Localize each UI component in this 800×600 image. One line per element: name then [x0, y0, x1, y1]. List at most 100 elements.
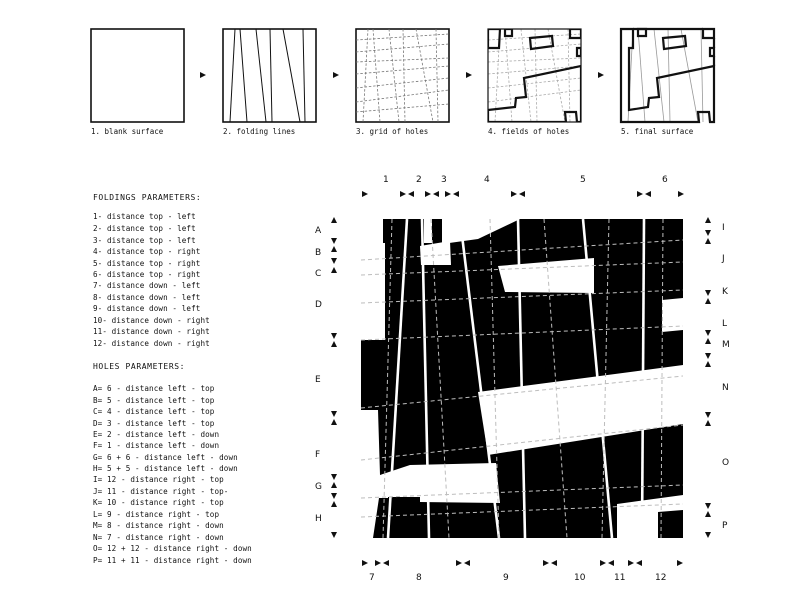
arrow-right-icon: [466, 72, 472, 78]
arrow-right-icon: [362, 560, 368, 566]
step-2-folding-lines: [222, 28, 317, 123]
right-dimension-markers: [705, 217, 711, 538]
dimension-label: L: [722, 319, 727, 329]
dimension-label: I: [722, 223, 725, 233]
folding-item: 7- distance down - left: [93, 281, 200, 290]
top-dimension-markers: [362, 191, 684, 197]
folding-item: 6- distance top - right: [93, 270, 200, 279]
arrow-up-icon: [331, 217, 337, 223]
dimension-label: 10: [574, 573, 586, 583]
main-surface-diagram: [361, 219, 683, 538]
dimension-label: A: [315, 226, 322, 236]
folding-item: 3- distance top - left: [93, 236, 196, 245]
arrow-right-icon: [543, 560, 549, 566]
arrow-right-icon: [677, 560, 683, 566]
arrow-right-icon: [362, 191, 368, 197]
arrow-down-icon: [331, 493, 337, 499]
step-3-grid-of-holes: [355, 28, 450, 123]
top-dimension-labels: 1 2 3 4 5 6: [383, 175, 668, 185]
arrow-up-icon: [331, 341, 337, 347]
dimension-label: 6: [662, 175, 668, 185]
dimension-label: D: [315, 300, 322, 310]
arrow-down-icon: [331, 474, 337, 480]
dimension-label: N: [722, 383, 729, 393]
dimension-label: 12: [655, 573, 666, 583]
arrow-left-icon: [408, 191, 414, 197]
step-4-fields-of-holes: [487, 28, 582, 123]
dimension-label: M: [722, 340, 730, 350]
arrow-up-icon: [331, 419, 337, 425]
arrow-down-icon: [705, 503, 711, 509]
arrow-up-icon: [331, 246, 337, 252]
arrow-right-icon: [445, 191, 451, 197]
arrow-down-icon: [705, 532, 711, 538]
step-4-caption: 4. fields of holes: [488, 127, 569, 136]
dimension-label: 5: [580, 175, 586, 185]
dimension-label: H: [315, 514, 322, 524]
arrow-right-icon: [600, 560, 606, 566]
hole-item: G= 6 + 6 - distance left - down: [93, 453, 238, 462]
holes-title: HOLES PARAMETERS:: [93, 362, 185, 371]
dimension-label: E: [315, 375, 321, 385]
arrow-down-icon: [331, 258, 337, 264]
dimension-label: 1: [383, 175, 389, 185]
folding-item: 10- distance down - right: [93, 316, 210, 325]
left-dimension-markers: [331, 217, 337, 538]
dimension-label: 2: [416, 175, 422, 185]
arrow-down-icon: [331, 333, 337, 339]
arrow-left-icon: [645, 191, 651, 197]
foldings-parameters: FOLDINGS PARAMETERS: 1- distance top - l…: [93, 193, 210, 348]
arrow-up-icon: [331, 267, 337, 273]
arrow-left-icon: [453, 191, 459, 197]
dimension-label: K: [722, 287, 729, 297]
arrow-right-icon: [678, 191, 684, 197]
folding-item: 11- distance down - right: [93, 327, 210, 336]
hole-item: D= 3 - distance left - top: [93, 419, 215, 428]
bottom-dimension-labels: 7 8 9 10 11 12: [369, 573, 666, 583]
arrow-down-icon: [705, 330, 711, 336]
hole-item: K= 10 - distance right - top: [93, 498, 224, 507]
hole-item: C= 4 - distance left - top: [93, 407, 215, 416]
hole-item: L= 9 - distance right - top: [93, 510, 219, 519]
arrow-up-icon: [331, 501, 337, 507]
hole-grid: [361, 219, 683, 538]
arrow-right-icon: [628, 560, 634, 566]
folding-lines: [386, 219, 646, 538]
arrow-right-icon: [425, 191, 431, 197]
step-5-final-surface: [619, 27, 716, 124]
holes-parameters: HOLES PARAMETERS: A= 6 - distance left -…: [93, 362, 252, 565]
hole-item: M= 8 - distance right - down: [93, 521, 224, 530]
arrow-left-icon: [519, 191, 525, 197]
arrow-down-icon: [331, 411, 337, 417]
dimension-label: 7: [369, 573, 375, 583]
step-5-caption: 5. final surface: [621, 127, 694, 136]
foldings-title: FOLDINGS PARAMETERS:: [93, 193, 201, 202]
step-1-blank-surface: [90, 28, 185, 123]
step-2-caption: 2. folding lines: [223, 127, 295, 136]
dimension-label: J: [721, 254, 725, 264]
arrow-up-icon: [705, 238, 711, 244]
dimension-label: 8: [416, 573, 422, 583]
left-dimension-labels: A B C D E F G H: [315, 226, 322, 524]
folding-item: 1- distance top - left: [93, 212, 196, 221]
arrow-up-icon: [705, 298, 711, 304]
arrow-up-icon: [331, 482, 337, 488]
dimension-label: 11: [614, 573, 625, 583]
hole-item: O= 12 + 12 - distance right - down: [93, 544, 252, 553]
hole-item: H= 5 + 5 - distance left - down: [93, 464, 238, 473]
dimension-label: P: [722, 521, 728, 531]
arrow-up-icon: [705, 420, 711, 426]
hole-item: F= 1 - distance left - down: [93, 441, 219, 450]
arrow-right-icon: [511, 191, 517, 197]
arrow-down-icon: [705, 353, 711, 359]
arrow-left-icon: [383, 560, 389, 566]
dimension-label: O: [722, 458, 729, 468]
arrow-down-icon: [705, 290, 711, 296]
folding-item: 2- distance top - left: [93, 224, 196, 233]
hole-item: N= 7 - distance right - down: [93, 533, 224, 542]
dimension-label: F: [315, 450, 320, 460]
hole-item: B= 5 - distance left - top: [93, 396, 215, 405]
right-dimension-labels: I J K L M N O P: [721, 223, 730, 531]
hole-item: J= 11 - distance right - top-: [93, 487, 228, 496]
